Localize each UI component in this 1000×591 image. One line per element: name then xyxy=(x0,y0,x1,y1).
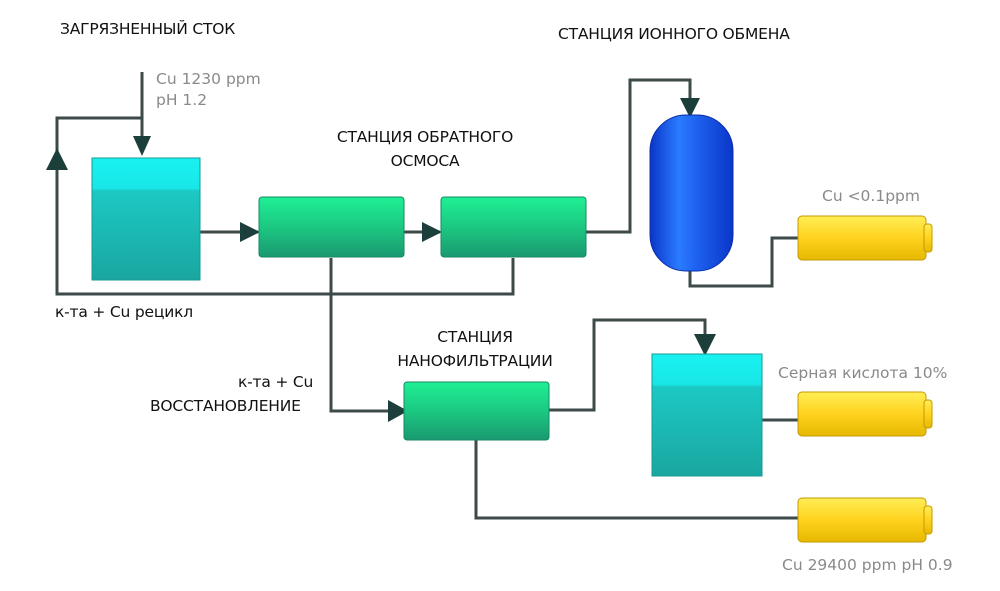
ion-exchange-station-label: СТАНЦИЯ ИОННОГО ОБМЕНА xyxy=(558,25,790,43)
inflow-ph-label: pH 1.2 xyxy=(156,91,208,109)
reverse-osmosis-station-label: СТАНЦИЯ ОБРАТНОГО ОСМОСА xyxy=(310,125,540,173)
arrow-right-to-ro2 xyxy=(422,222,442,242)
reverse-osmosis-unit-1 xyxy=(258,196,405,258)
product-container xyxy=(797,215,933,261)
concentrate-container xyxy=(797,497,933,543)
recovery-label-line1: к-та + Cu xyxy=(238,373,314,391)
reverse-osmosis-label-line1: СТАНЦИЯ ОБРАТНОГО xyxy=(336,128,514,146)
arrow-down-to-ion-exchange xyxy=(680,98,700,118)
nanofiltration-label-line2: НАНОФИЛЬТРАЦИИ xyxy=(397,352,553,370)
inflow-cu-label: Cu 1230 ppm xyxy=(156,70,261,88)
polluted-inflow-label: ЗАГРЯЗНЕННЫЙ СТОК xyxy=(60,20,236,38)
nanofiltration-unit xyxy=(403,381,550,441)
sulfuric-acid-label: Серная кислота 10% xyxy=(778,364,948,382)
nf-to-acid-tank-pipe xyxy=(549,318,707,412)
feed-tank xyxy=(91,157,201,281)
equipment xyxy=(91,114,933,543)
nf-to-concentrate-pipe xyxy=(474,440,798,520)
reverse-osmosis-unit-2 xyxy=(440,196,587,258)
arrow-down-to-acid-tank xyxy=(694,334,716,356)
sulfuric-acid-container xyxy=(797,391,933,437)
ro2-to-ion-exchange-pipe xyxy=(586,78,692,234)
nanofiltration-label-line1: СТАНЦИЯ xyxy=(437,328,513,346)
product-cu-label: Cu <0.1ppm xyxy=(822,187,920,205)
nanofiltration-station-label: СТАНЦИЯ НАНОФИЛЬТРАЦИИ xyxy=(368,325,582,373)
ion-exchange-to-product-pipe xyxy=(688,236,798,288)
reverse-osmosis-label-line2: ОСМОСА xyxy=(390,152,460,170)
arrow-right-to-ro1 xyxy=(240,222,260,242)
recycle-label: к-та + Cu рецикл xyxy=(55,303,193,321)
recovery-pipe xyxy=(329,258,390,413)
concentrate-label: Cu 29400 ppm pH 0.9 xyxy=(782,556,953,574)
arrow-down-inflow xyxy=(133,136,151,156)
arrows xyxy=(46,98,716,422)
recycle-pipe xyxy=(55,116,515,296)
ion-exchange-vessel xyxy=(649,114,734,272)
pipes xyxy=(55,72,798,520)
recovery-label-line2: ВОССТАНОВЛЕНИЕ xyxy=(150,397,301,415)
arrow-up-recycle xyxy=(46,148,68,170)
acid-tank xyxy=(651,353,763,477)
arrow-right-to-nf xyxy=(388,400,408,422)
